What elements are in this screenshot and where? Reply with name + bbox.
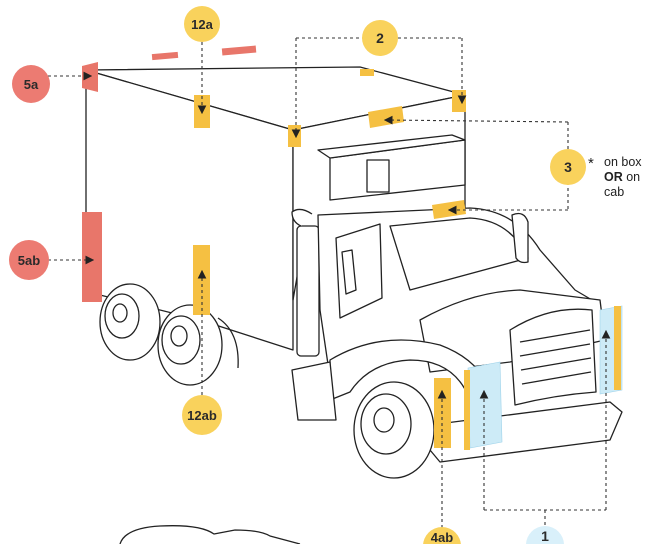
badge-12a: 12a: [184, 6, 220, 42]
badge-5ab: 5ab: [9, 240, 49, 280]
reflector-2-left: [288, 125, 301, 147]
cab: [292, 208, 622, 462]
badge-3: 3: [550, 149, 586, 185]
reflector-roof-yellow: [360, 69, 374, 76]
badge-1: 1: [526, 526, 564, 544]
truck-outline: [86, 67, 622, 544]
note-on: on: [623, 170, 640, 184]
reflector-roof-red-2: [222, 46, 256, 56]
reflector-5a: [82, 62, 98, 92]
front-wheel: [354, 382, 434, 478]
note-line-2: OR on: [604, 170, 642, 185]
trailer-hitch-outline: [120, 526, 300, 544]
badge-1-label: 1: [541, 528, 549, 544]
note-or: OR: [604, 170, 623, 184]
reflector-1-left: [468, 362, 502, 448]
badge-5a-label: 5a: [24, 77, 39, 92]
badge-2-label: 2: [376, 30, 384, 46]
reflector-5ab: [82, 212, 102, 302]
reflector-roof-red-1: [152, 52, 178, 60]
badge-4ab-label: 4ab: [431, 530, 453, 544]
badge-3-label: 3: [564, 159, 572, 175]
asterisk: *: [588, 156, 594, 171]
badge-5a: 5a: [12, 65, 50, 103]
reflector-1-edge-left: [464, 370, 470, 450]
badge-12ab: 12ab: [182, 395, 222, 435]
reflector-12a: [194, 95, 210, 128]
badge-2: 2: [362, 20, 398, 56]
reflector-1-edge-right: [614, 306, 621, 390]
badge-5ab-label: 5ab: [18, 253, 40, 268]
badge-4ab: 4ab: [423, 527, 461, 544]
note-line-1: on box: [604, 155, 642, 170]
badge-12ab-label: 12ab: [187, 408, 217, 423]
placement-note: * on box OR on cab: [604, 155, 642, 200]
reflector-2-right: [452, 90, 466, 112]
badge-12a-label: 12a: [191, 17, 213, 32]
note-line-3: cab: [604, 185, 642, 200]
